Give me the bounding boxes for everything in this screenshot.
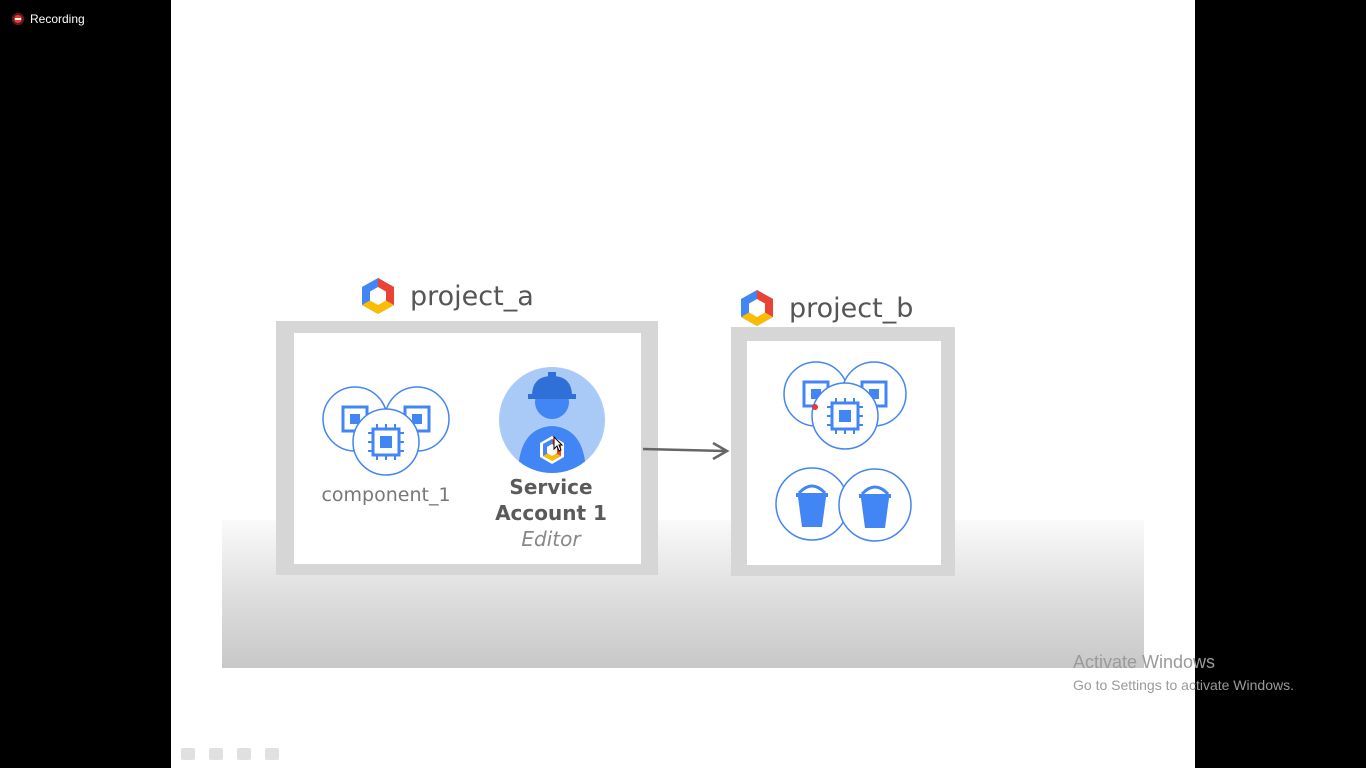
watermark-line2: Go to Settings to activate Windows.: [1073, 677, 1294, 693]
service-account-line1: Service: [509, 475, 593, 499]
access-arrow: [642, 441, 730, 461]
service-account-icon: [499, 367, 605, 473]
compute-engine-cluster-icon: [322, 386, 450, 476]
cloud-storage-buckets-icon: [775, 467, 912, 542]
service-account-role: Editor: [521, 527, 581, 551]
project-a-title: project_a: [358, 276, 534, 316]
record-icon: [12, 13, 24, 25]
recording-indicator: Recording: [12, 12, 85, 26]
next-slide-icon[interactable]: [265, 748, 279, 760]
project-b-label: project_b: [789, 292, 914, 324]
project-a-label: project_a: [410, 280, 534, 312]
component-label: component_1: [321, 484, 451, 506]
recording-label: Recording: [30, 12, 85, 26]
watermark-line1: Activate Windows: [1073, 652, 1216, 672]
windows-activation-watermark: Activate Windows Go to Settings to activ…: [1073, 652, 1294, 693]
service-account-label: Service Account 1 Editor: [481, 474, 621, 552]
service-account-line2: Account 1: [495, 501, 607, 525]
previous-slide-icon[interactable]: [181, 748, 195, 760]
presentation-slide: project_a component_1: [171, 0, 1195, 768]
gcp-hexagon-icon: [362, 278, 394, 314]
menu-icon[interactable]: [237, 748, 251, 760]
slide-controls: [181, 748, 279, 760]
gcp-hexagon-icon: [741, 290, 773, 326]
project-b-title: project_b: [737, 288, 913, 328]
mouse-cursor-icon: [553, 436, 563, 452]
compute-engine-cluster-icon: [783, 361, 907, 450]
pen-icon[interactable]: [209, 748, 223, 760]
